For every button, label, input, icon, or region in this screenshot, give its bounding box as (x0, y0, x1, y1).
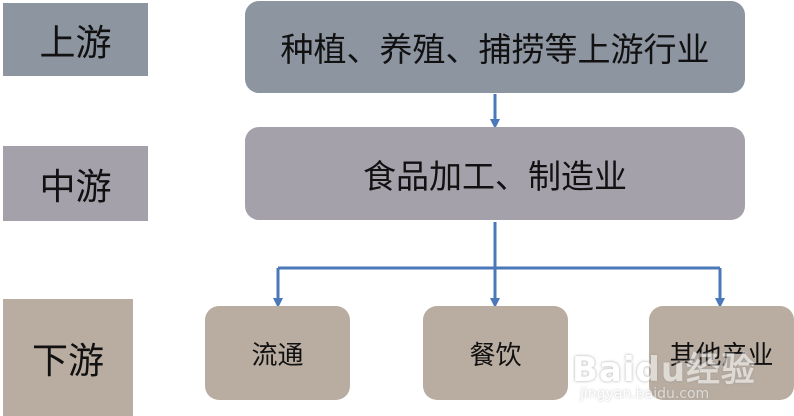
circulation-box: 流通 (205, 306, 350, 400)
upstream-industries-box: 种植、养殖、捕捞等上游行业 (245, 1, 745, 93)
catering-box: 餐饮 (423, 306, 568, 400)
other-industries-box: 其他产业 (649, 306, 794, 400)
upstream-level-label: 上游 (3, 3, 148, 76)
midstream-processing-box: 食品加工、制造业 (245, 127, 745, 220)
downstream-level-label: 下游 (3, 299, 133, 416)
midstream-level-label: 中游 (3, 146, 148, 221)
